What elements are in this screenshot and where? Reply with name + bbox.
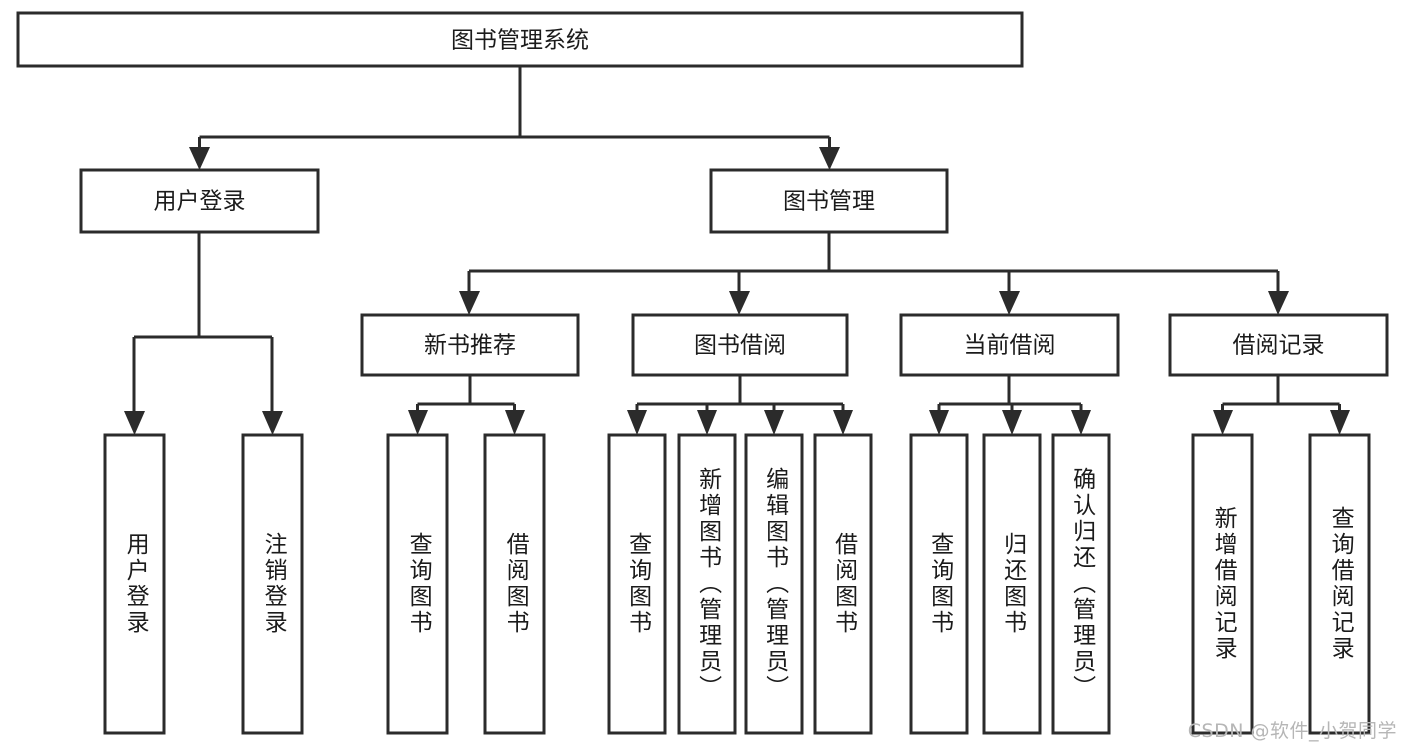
leaf-box-borrow-book[interactable] bbox=[813, 433, 873, 735]
connector-bookmanage-to-level3 bbox=[459, 232, 1289, 315]
leaf-box-user-logout[interactable] bbox=[241, 433, 304, 735]
arrow-head-icon bbox=[1213, 410, 1233, 435]
arrow-head-icon bbox=[819, 147, 840, 170]
arrow-head-icon bbox=[697, 410, 717, 435]
arrow-head-icon bbox=[505, 410, 525, 435]
connector-borrowrecord-to-leaves bbox=[1213, 375, 1350, 435]
node-borrow-record[interactable]: 借阅记录 bbox=[1168, 313, 1389, 377]
arrow-head-icon bbox=[929, 410, 949, 435]
node-label: 新书推荐 bbox=[424, 333, 516, 359]
leaf-box-return-book[interactable] bbox=[982, 433, 1042, 735]
arrow-head-icon bbox=[1002, 410, 1022, 435]
leaf-box-borrow-book-rec[interactable] bbox=[483, 433, 546, 735]
arrow-head-icon bbox=[1330, 410, 1350, 435]
node-book-borrow[interactable]: 图书借阅 bbox=[631, 313, 849, 377]
arrow-head-icon bbox=[764, 410, 784, 435]
node-box[interactable] bbox=[631, 313, 849, 377]
leaf-box-user-login[interactable] bbox=[103, 433, 166, 735]
node-box[interactable] bbox=[79, 168, 320, 234]
arrow-head-icon bbox=[1268, 291, 1289, 315]
node-box[interactable] bbox=[16, 11, 1024, 68]
node-label: 用户登录 bbox=[154, 189, 246, 215]
node-box[interactable] bbox=[360, 313, 580, 377]
arrow-head-icon bbox=[408, 410, 428, 435]
node-new-book-rec[interactable]: 新书推荐 bbox=[360, 313, 580, 377]
node-label: 图书管理系统 bbox=[451, 28, 589, 54]
node-label: 图书借阅 bbox=[694, 333, 786, 359]
node-box[interactable] bbox=[709, 168, 949, 234]
connector-userlogin-to-leaves bbox=[124, 232, 283, 435]
node-label: 当前借阅 bbox=[964, 333, 1056, 359]
leaf-boxes bbox=[103, 433, 1371, 735]
leaf-box-add-book[interactable] bbox=[677, 433, 737, 735]
arrow-head-icon bbox=[124, 411, 145, 435]
leaf-box-query-record[interactable] bbox=[1308, 433, 1371, 735]
connector-root-to-level2 bbox=[189, 66, 840, 170]
connector-currentborrow-to-leaves bbox=[929, 375, 1091, 435]
leaf-box-query-book-cur[interactable] bbox=[909, 433, 969, 735]
node-user-login[interactable]: 用户登录 bbox=[79, 168, 320, 234]
node-root[interactable]: 图书管理系统 bbox=[16, 11, 1024, 68]
arrow-head-icon bbox=[833, 410, 853, 435]
leaf-box-edit-book[interactable] bbox=[744, 433, 804, 735]
arrow-head-icon bbox=[189, 147, 210, 170]
arrow-head-icon bbox=[999, 291, 1020, 315]
watermark-text: CSDN @软件_小贺同学 bbox=[1187, 720, 1397, 742]
arrow-head-icon bbox=[1071, 410, 1091, 435]
leaf-box-query-book-rec[interactable] bbox=[386, 433, 449, 735]
node-box[interactable] bbox=[899, 313, 1120, 377]
node-book-manage[interactable]: 图书管理 bbox=[709, 168, 949, 234]
arrow-head-icon bbox=[627, 410, 647, 435]
arrow-head-icon bbox=[459, 291, 480, 315]
connector-newbook-to-leaves bbox=[408, 375, 525, 435]
leaf-box-query-book-borrow[interactable] bbox=[607, 433, 667, 735]
node-current-borrow[interactable]: 当前借阅 bbox=[899, 313, 1120, 377]
node-label: 借阅记录 bbox=[1233, 333, 1325, 359]
node-label: 图书管理 bbox=[783, 189, 875, 215]
arrow-head-icon bbox=[262, 411, 283, 435]
arrow-head-icon bbox=[729, 291, 750, 315]
leaf-box-add-record[interactable] bbox=[1191, 433, 1254, 735]
connector-bookborrow-to-leaves bbox=[627, 375, 853, 435]
node-box[interactable] bbox=[1168, 313, 1389, 377]
leaf-box-confirm-return[interactable] bbox=[1051, 433, 1111, 735]
